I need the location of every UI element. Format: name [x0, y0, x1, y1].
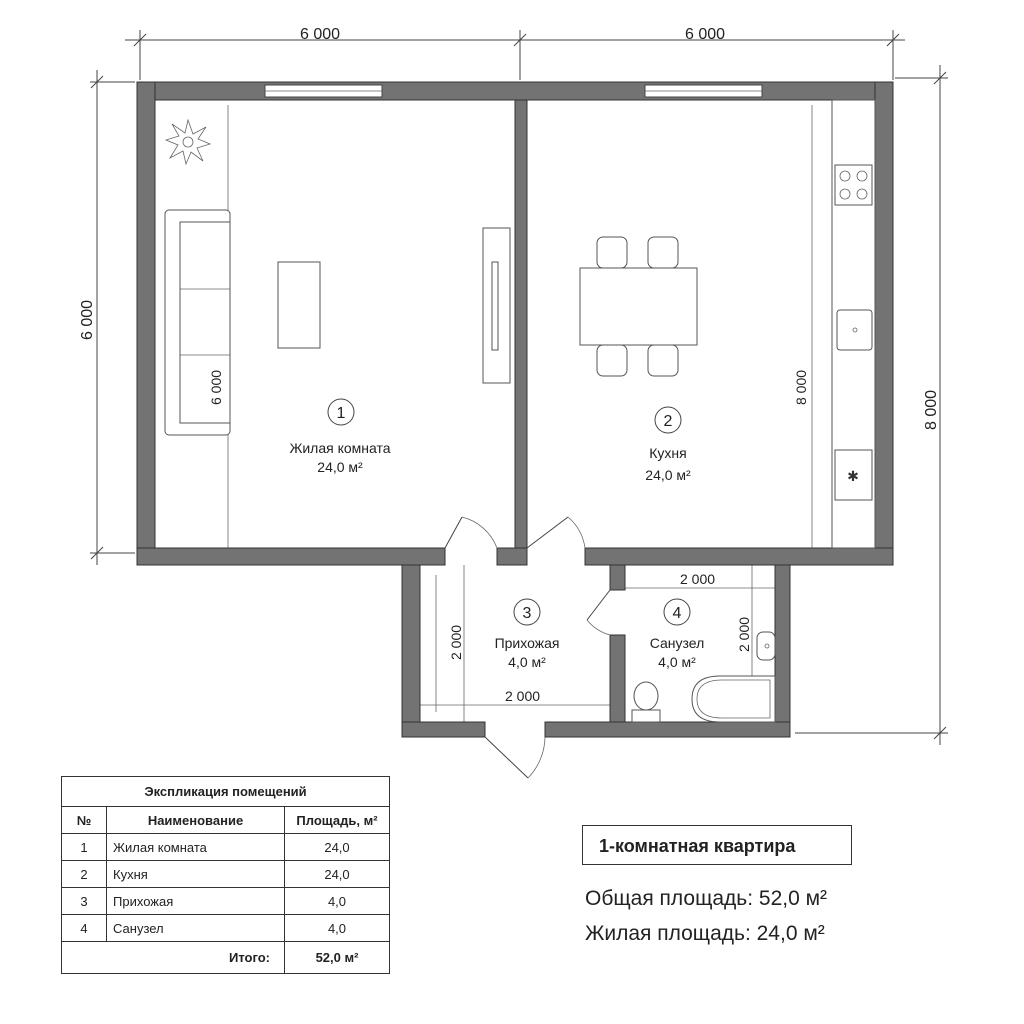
dim-kitchen: 8 000: [793, 370, 809, 405]
total-label: Итого:: [61, 941, 285, 974]
svg-text:24,0 м²: 24,0 м²: [645, 467, 691, 483]
total-value: 52,0 м²: [284, 941, 390, 974]
sofa: [164, 209, 231, 436]
svg-text:24,0 м²: 24,0 м²: [317, 459, 363, 475]
dim-top-right: 6 000: [685, 26, 725, 43]
cell: 4,0: [284, 887, 390, 915]
dim-left: 6 000: [79, 300, 96, 340]
cell: 4: [61, 914, 107, 942]
header-name: Наименование: [106, 806, 285, 834]
windows: [264, 84, 763, 98]
living-area: Жилая площадь: 24,0 м²: [585, 922, 825, 945]
tv-stand: [482, 227, 511, 384]
dining-table: [579, 236, 698, 377]
dim-hall-h: 2 000: [505, 688, 540, 704]
room-label-1: 1 Жилая комната 24,0 м²: [289, 398, 391, 475]
doors: [444, 516, 611, 779]
dim-bath-h: 2 000: [680, 571, 715, 587]
explication-table: Экспликация помещений № Наименование Пло…: [61, 776, 390, 974]
toilet: [631, 681, 661, 723]
bathtub: [691, 675, 776, 723]
washbasin: [756, 631, 776, 661]
svg-text:4: 4: [673, 605, 682, 622]
explication-title: Экспликация помещений: [61, 776, 390, 807]
dim-top-left: 6 000: [300, 26, 340, 43]
dim-living: 6 000: [208, 370, 224, 405]
cell: Жилая комната: [106, 833, 285, 861]
svg-text:4,0 м²: 4,0 м²: [508, 654, 546, 670]
svg-text:1: 1: [337, 405, 346, 422]
cell: 1: [61, 833, 107, 861]
header-number: №: [61, 806, 107, 834]
kitchen-counter: ✱: [831, 99, 876, 549]
dim-hall-v: 2 000: [448, 625, 464, 660]
svg-text:Кухня: Кухня: [649, 445, 686, 461]
svg-text:Санузел: Санузел: [650, 635, 705, 651]
svg-text:3: 3: [523, 605, 532, 622]
svg-text:Прихожая: Прихожая: [495, 635, 560, 651]
cell: 4,0: [284, 914, 390, 942]
cell: 24,0: [284, 860, 390, 888]
cell: 24,0: [284, 833, 390, 861]
svg-text:✱: ✱: [847, 468, 859, 484]
total-area: Общая площадь: 52,0 м²: [585, 887, 828, 910]
cell: Санузел: [106, 914, 285, 942]
cell: Кухня: [106, 860, 285, 888]
room-label-4: 4 Санузел 4,0 м²: [650, 598, 705, 670]
coffee-table: [277, 261, 321, 349]
svg-text:Жилая комната: Жилая комната: [289, 440, 390, 456]
cell: 3: [61, 887, 107, 915]
room-label-2: 2 Кухня 24,0 м²: [645, 406, 691, 483]
svg-text:4,0 м²: 4,0 м²: [658, 654, 696, 670]
apartment-title: 1-комнатная квартира: [582, 825, 852, 865]
svg-text:2: 2: [664, 413, 673, 430]
cell: 2: [61, 860, 107, 888]
plant-icon: [164, 118, 212, 166]
room-label-3: 3 Прихожая 4,0 м²: [495, 598, 560, 670]
dim-right: 8 000: [923, 390, 940, 430]
header-area: Площадь, м²: [284, 806, 390, 834]
cell: Прихожая: [106, 887, 285, 915]
dim-bath-v: 2 000: [736, 617, 752, 652]
